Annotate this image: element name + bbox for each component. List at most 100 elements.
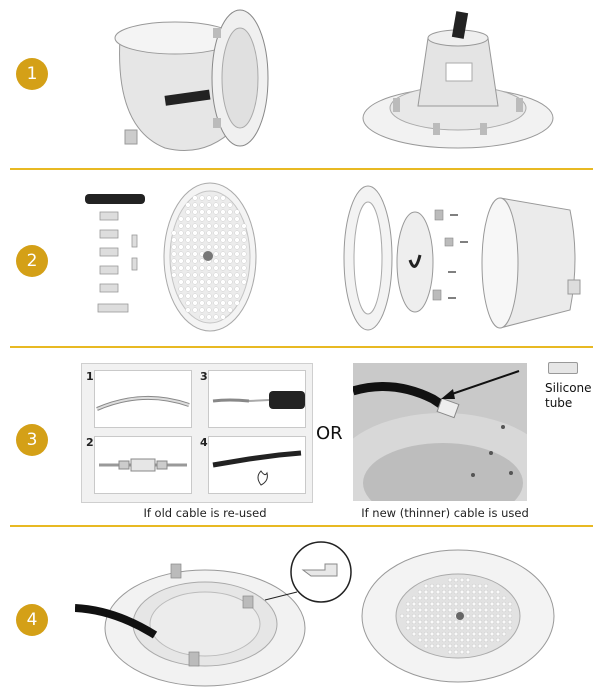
led-dot [459, 637, 465, 643]
led-dot [171, 230, 177, 236]
led-dot [453, 577, 459, 583]
divider-1 [10, 168, 593, 170]
led-dot [423, 637, 429, 643]
led-dot [220, 279, 226, 285]
led-dot [501, 601, 507, 607]
led-dot [206, 237, 212, 243]
led-dot [192, 209, 198, 215]
step4-mounting-illustration [75, 541, 352, 687]
led-dot [206, 209, 212, 215]
led-dot [453, 583, 459, 589]
led-dot [465, 589, 471, 595]
led-dot [227, 265, 233, 271]
led-dot [213, 251, 219, 257]
led-dot [489, 601, 495, 607]
led-dot [447, 583, 453, 589]
silicone-label-line1: Silicone [545, 381, 592, 395]
led-dot [501, 607, 507, 613]
led-dot [192, 230, 198, 236]
led-dot [435, 619, 441, 625]
led-dot [185, 307, 191, 313]
led-dot [417, 607, 423, 613]
led-dot [441, 607, 447, 613]
led-dot [417, 589, 423, 595]
led-dot [199, 244, 205, 250]
led-dot [234, 279, 240, 285]
led-dot [206, 314, 212, 320]
led-dot [465, 607, 471, 613]
led-dot [199, 279, 205, 285]
led-dot [465, 601, 471, 607]
led-dot [199, 314, 205, 320]
step1-back-view-illustration [362, 11, 554, 149]
led-dot [192, 307, 198, 313]
splice-step-3-illustration [212, 391, 305, 409]
led-dot [453, 607, 459, 613]
led-dot [192, 223, 198, 229]
led-dot [411, 619, 417, 625]
led-dot [227, 272, 233, 278]
led-dot [171, 265, 177, 271]
led-dot [220, 244, 226, 250]
led-dot [206, 223, 212, 229]
divider-3 [10, 525, 593, 527]
led-dot [220, 237, 226, 243]
step2-led-lamp-illustration [163, 182, 257, 332]
led-dot [213, 279, 219, 285]
led-dot [213, 216, 219, 222]
led-dot [447, 649, 453, 655]
led-dot [220, 223, 226, 229]
led-dot [483, 589, 489, 595]
led-dot [441, 631, 447, 637]
led-dot [441, 613, 447, 619]
led-dot [477, 637, 483, 643]
led-dot [453, 637, 459, 643]
led-dot [171, 258, 177, 264]
led-dot [405, 607, 411, 613]
led-dot [192, 265, 198, 271]
led-dot [213, 286, 219, 292]
splice-step-1-number: 1 [86, 370, 94, 383]
step2-parts-kit-illustration [85, 194, 145, 313]
led-dot [441, 601, 447, 607]
led-dot [192, 251, 198, 257]
led-dot [220, 300, 226, 306]
led-dot [471, 613, 477, 619]
led-dot [220, 265, 226, 271]
led-dot [465, 619, 471, 625]
led-dot [459, 619, 465, 625]
led-dot [477, 595, 483, 601]
led-dot [441, 619, 447, 625]
led-dot [192, 258, 198, 264]
splice-step-3-number: 3 [200, 370, 208, 383]
led-dot [185, 230, 191, 236]
led-dot [227, 293, 233, 299]
led-dot [199, 195, 205, 201]
led-dot [429, 583, 435, 589]
led-dot [185, 286, 191, 292]
splice-step-2 [94, 436, 192, 494]
step-1-badge: 1 [16, 58, 48, 90]
led-dot [429, 631, 435, 637]
led-dot [447, 589, 453, 595]
led-dot [185, 202, 191, 208]
led-dot [199, 272, 205, 278]
led-dot [185, 300, 191, 306]
led-dot [405, 625, 411, 631]
step-2-badge: 2 [16, 245, 48, 277]
led-dot [507, 619, 513, 625]
led-dot [178, 244, 184, 250]
led-dot [234, 272, 240, 278]
splice-step-2-number: 2 [86, 436, 94, 449]
led-dot [227, 300, 233, 306]
led-dot [471, 643, 477, 649]
silicone-tube-label: Silicone tube [545, 381, 592, 411]
led-dot [399, 613, 405, 619]
silicone-label-line2: tube [545, 396, 573, 410]
led-dot [495, 637, 501, 643]
led-dot [471, 631, 477, 637]
step-3-badge: 3 [16, 424, 48, 456]
led-dot [435, 637, 441, 643]
led-dot [220, 272, 226, 278]
led-dot [178, 223, 184, 229]
